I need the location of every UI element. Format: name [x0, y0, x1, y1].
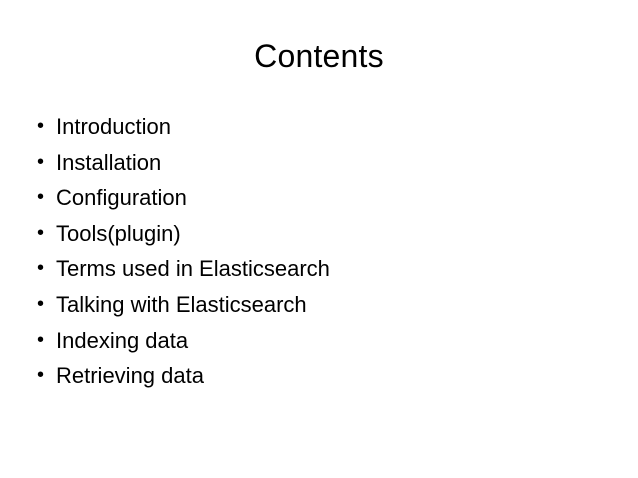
list-item[interactable]: • Talking with Elasticsearch — [30, 287, 608, 323]
list-item-label: Tools(plugin) — [56, 220, 181, 246]
list-item-label: Introduction — [56, 114, 171, 139]
page-title: Contents — [254, 38, 384, 74]
bullet-dot-icon: • — [36, 221, 44, 244]
bullet-dot-icon: • — [36, 115, 44, 137]
list-item-label: Terms used in Elasticsearch — [56, 256, 330, 282]
list-item-label: Retrieving data — [56, 363, 204, 389]
list-item-label: Indexing data — [56, 327, 189, 353]
list-item[interactable]: • Introduction — [30, 109, 608, 145]
list-item-label: Configuration — [56, 185, 187, 211]
list-item-label: Installation — [56, 149, 162, 175]
list-item[interactable]: • Retrieving data — [30, 358, 608, 394]
list-item-label: Talking with Elasticsearch — [56, 291, 307, 317]
list-item[interactable]: • Configuration — [30, 180, 608, 216]
list-item[interactable]: • Tools(plugin) — [30, 216, 608, 252]
bullet-dot-icon: • — [36, 364, 44, 387]
bullet-dot-icon: • — [36, 328, 44, 351]
contents-bullet-list: • Introduction • Installation • Configur… — [30, 109, 608, 394]
list-item[interactable]: • Installation — [30, 145, 608, 181]
bullet-dot-icon: • — [36, 186, 44, 209]
bullet-dot-icon: • — [36, 257, 44, 280]
bullet-dot-icon: • — [36, 292, 44, 315]
slide-content-body: • Introduction • Installation • Configur… — [30, 109, 608, 394]
list-item[interactable]: • Indexing data — [30, 323, 608, 359]
bullet-dot-icon: • — [36, 150, 44, 173]
list-item[interactable]: • Terms used in Elasticsearch — [30, 251, 608, 287]
